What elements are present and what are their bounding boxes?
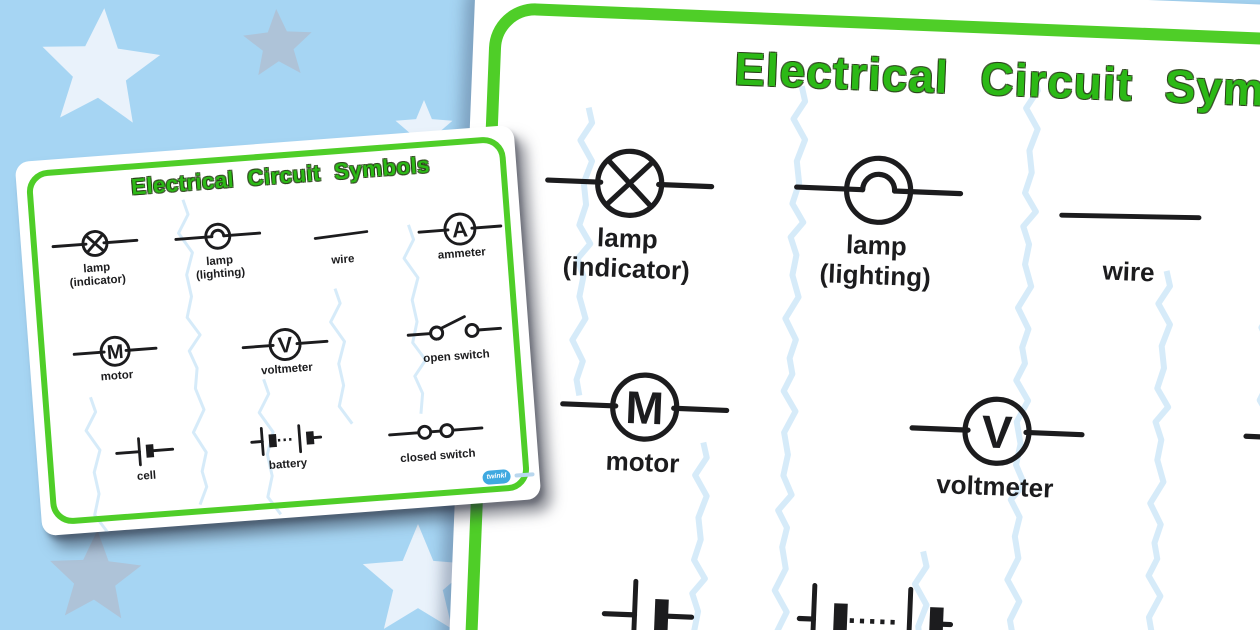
- lamp-lighting-label: lamp (lighting): [195, 254, 246, 282]
- twinkl-logo-cloud-icon: twinkl: [482, 468, 512, 486]
- svg-text:V: V: [981, 405, 1014, 458]
- motor-label: motor: [605, 445, 680, 479]
- lamp-indicator-label: lamp (indicator): [562, 222, 691, 286]
- svg-text:V: V: [277, 332, 294, 358]
- lamp-lighting-label: lamp (lighting): [819, 229, 932, 293]
- motor-icon: M: [560, 360, 730, 454]
- star-icon: [50, 530, 142, 619]
- lamp-lighting-icon: [794, 144, 964, 238]
- star-icon: [243, 9, 312, 76]
- motor-icon: M: [72, 325, 158, 377]
- battery-icon: [796, 575, 954, 630]
- star-icon: [42, 8, 161, 123]
- lamp-lighting-icon: [174, 212, 262, 260]
- closed-switch-icon: [388, 407, 484, 457]
- star-icon: [362, 524, 474, 629]
- wire-icon: [311, 211, 370, 258]
- voltmeter-icon: V: [241, 317, 329, 371]
- small-poster-card: Electrical Circuit Symbols lamp (indicat…: [14, 124, 542, 537]
- cell-icon: [601, 570, 695, 630]
- lamp-indicator-icon: [51, 219, 139, 267]
- lamp-indicator-label: lamp (indicator): [69, 261, 127, 290]
- svg-text:M: M: [624, 381, 664, 434]
- wire-icon: [1058, 170, 1203, 263]
- svg-text:A: A: [451, 216, 469, 242]
- wire-label: wire: [1101, 255, 1156, 288]
- open-switch-icon: [406, 307, 503, 357]
- ammeter-icon: A: [417, 202, 503, 256]
- twinkl-logo: twinkl: [482, 467, 535, 486]
- partial-lead-icon: [1243, 422, 1260, 452]
- lamp-indicator-icon: [545, 137, 715, 231]
- logo-caption-dash: [514, 472, 535, 478]
- large-poster-card: Electrical Circuit Symbols lamp (indicat…: [444, 0, 1260, 630]
- voltmeter-label: voltmeter: [935, 468, 1054, 504]
- battery-icon: [250, 416, 323, 464]
- wire-label: wire: [330, 253, 355, 267]
- cell-icon: [115, 428, 175, 475]
- motor-label: motor: [100, 368, 134, 384]
- svg-text:M: M: [106, 341, 124, 364]
- cell-label: cell: [136, 469, 157, 483]
- voltmeter-icon: V: [909, 384, 1085, 478]
